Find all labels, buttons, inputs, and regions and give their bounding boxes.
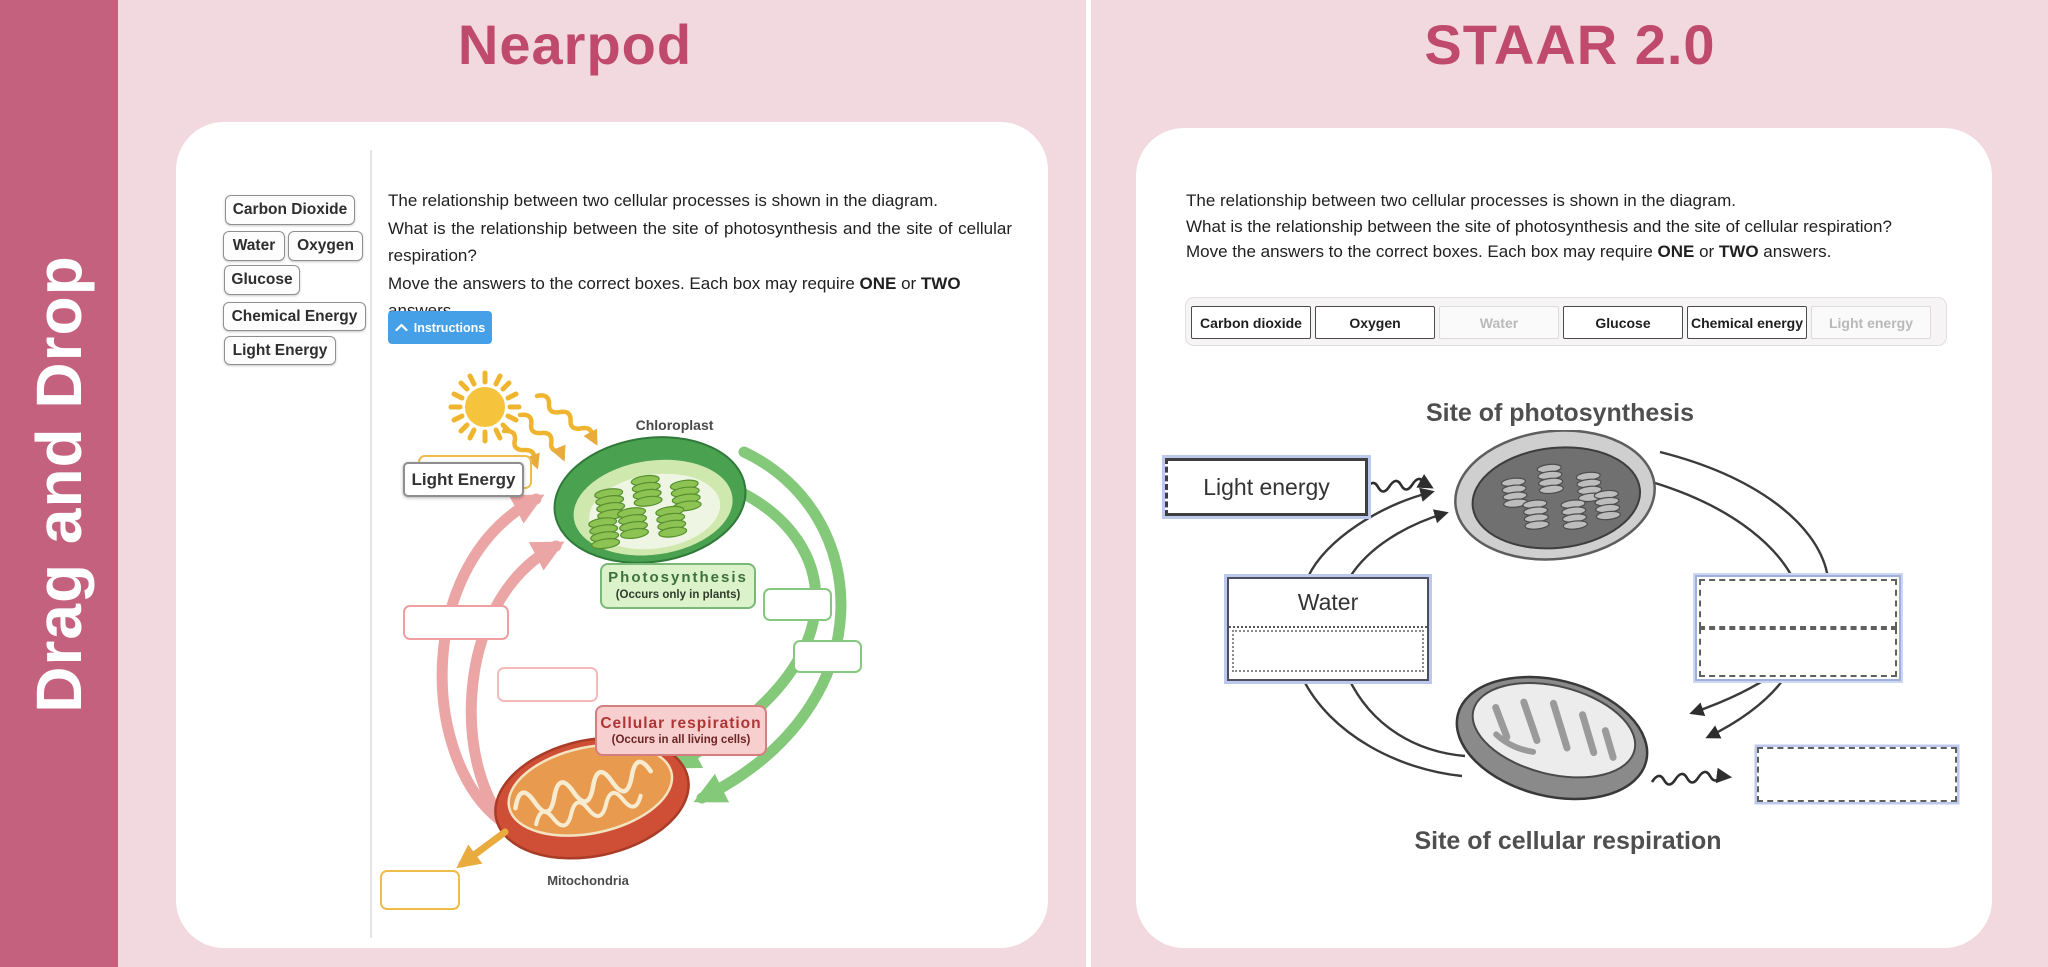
empty-slot[interactable] xyxy=(1699,628,1897,677)
nearpod-title: Nearpod xyxy=(457,13,693,76)
sun-icon xyxy=(448,370,522,444)
question-line-1: The relationship between two cellular pr… xyxy=(388,191,938,210)
answer-chip-carbon-dioxide[interactable]: Carbon Dioxide xyxy=(225,195,355,225)
chloroplast-illustration xyxy=(553,436,747,564)
question-line-2: What is the relationship between the sit… xyxy=(1186,216,1892,236)
instructions-button[interactable]: Instructions xyxy=(388,311,492,344)
energy-out-squiggle-arrow xyxy=(1650,767,1733,786)
mitochondria-illustration xyxy=(494,736,690,860)
respiration-title: Cellular respiration xyxy=(600,714,762,732)
answer-chip-oxygen[interactable]: Oxygen xyxy=(288,231,363,261)
sidebar: Drag and Drop xyxy=(0,0,118,967)
photosynthesis-subtitle: (Occurs only in plants) xyxy=(615,589,741,602)
respiration-subtitle: (Occurs in all living cells) xyxy=(611,734,751,746)
empty-drop-zone-left-1[interactable] xyxy=(403,605,509,640)
question-line-1: The relationship between two cellular pr… xyxy=(1186,191,1736,210)
answer-chip-light-energy[interactable]: Light Energy xyxy=(224,336,336,365)
nearpod-cycle-diagram xyxy=(436,370,847,869)
mitochondria-label: Mitochondria xyxy=(547,873,629,888)
chloroplast-grayscale-illustration xyxy=(1454,430,1656,561)
empty-drop-zone-energy[interactable] xyxy=(1757,747,1957,802)
placed-answer-light-energy[interactable]: Light energy xyxy=(1165,458,1368,516)
site-of-cellular-respiration-label: Site of cellular respiration xyxy=(1414,827,1722,855)
empty-drop-zone-energy[interactable] xyxy=(380,870,460,910)
answer-chip-carbon-dioxide[interactable]: Carbon dioxide xyxy=(1191,306,1311,339)
answer-chip-oxygen[interactable]: Oxygen xyxy=(1315,306,1435,339)
answer-chip-water-used: Water xyxy=(1439,306,1559,339)
energy-out-arrow xyxy=(456,828,509,869)
empty-drop-zone-right-2[interactable] xyxy=(793,640,862,673)
answer-chip-chemical-energy[interactable]: Chemical Energy xyxy=(223,302,366,331)
light-rays xyxy=(501,393,598,470)
empty-drop-zone-left-2[interactable] xyxy=(497,667,598,702)
answer-chip-chemical-energy[interactable]: Chemical energy xyxy=(1687,306,1807,339)
sidebar-title: Drag and Drop xyxy=(23,254,95,713)
nearpod-question: The relationship between two cellular pr… xyxy=(388,187,1012,325)
answer-chip-light-energy-used: Light energy xyxy=(1811,306,1931,339)
water-drop-zone[interactable]: Water xyxy=(1227,577,1429,681)
panel-divider xyxy=(1086,0,1091,967)
chloroplast-label: Chloroplast xyxy=(635,417,714,433)
instructions-label: Instructions xyxy=(413,320,486,335)
empty-drop-zone-right-1[interactable] xyxy=(763,588,832,621)
cellular-respiration-label-box: Cellular respiration (Occurs in all livi… xyxy=(595,705,767,756)
empty-slot[interactable] xyxy=(1699,579,1897,628)
answer-bank: Carbon dioxide Oxygen Water Glucose Chem… xyxy=(1185,297,1947,346)
site-of-photosynthesis-label: Site of photosynthesis xyxy=(1425,399,1695,427)
light-energy-squiggle-arrow xyxy=(1364,474,1434,493)
question-line-3: Move the answers to the correct boxes. E… xyxy=(1186,242,1832,261)
mitochondria-grayscale-illustration xyxy=(1455,675,1649,801)
chips-question-divider xyxy=(370,150,372,938)
answer-chip-water[interactable]: Water xyxy=(223,231,285,261)
staar-title: STAAR 2.0 xyxy=(1424,13,1716,76)
answer-chip-glucose[interactable]: Glucose xyxy=(224,265,300,295)
question-line-2: What is the relationship between the sit… xyxy=(388,218,1012,266)
photosynthesis-label-box: Photosynthesis (Occurs only in plants) xyxy=(600,563,756,609)
placed-answer-light-energy[interactable]: Light Energy xyxy=(403,462,524,497)
photosynthesis-title: Photosynthesis xyxy=(608,569,748,587)
empty-drop-zone-right[interactable] xyxy=(1695,575,1901,681)
placed-answer-water[interactable]: Water xyxy=(1229,579,1427,628)
answer-chip-glucose[interactable]: Glucose xyxy=(1563,306,1683,339)
staar-cycle-diagram xyxy=(1300,430,1830,801)
empty-slot[interactable] xyxy=(1229,628,1427,675)
chevron-up-icon xyxy=(395,323,408,332)
staar-question: The relationship between two cellular pr… xyxy=(1186,188,1966,265)
